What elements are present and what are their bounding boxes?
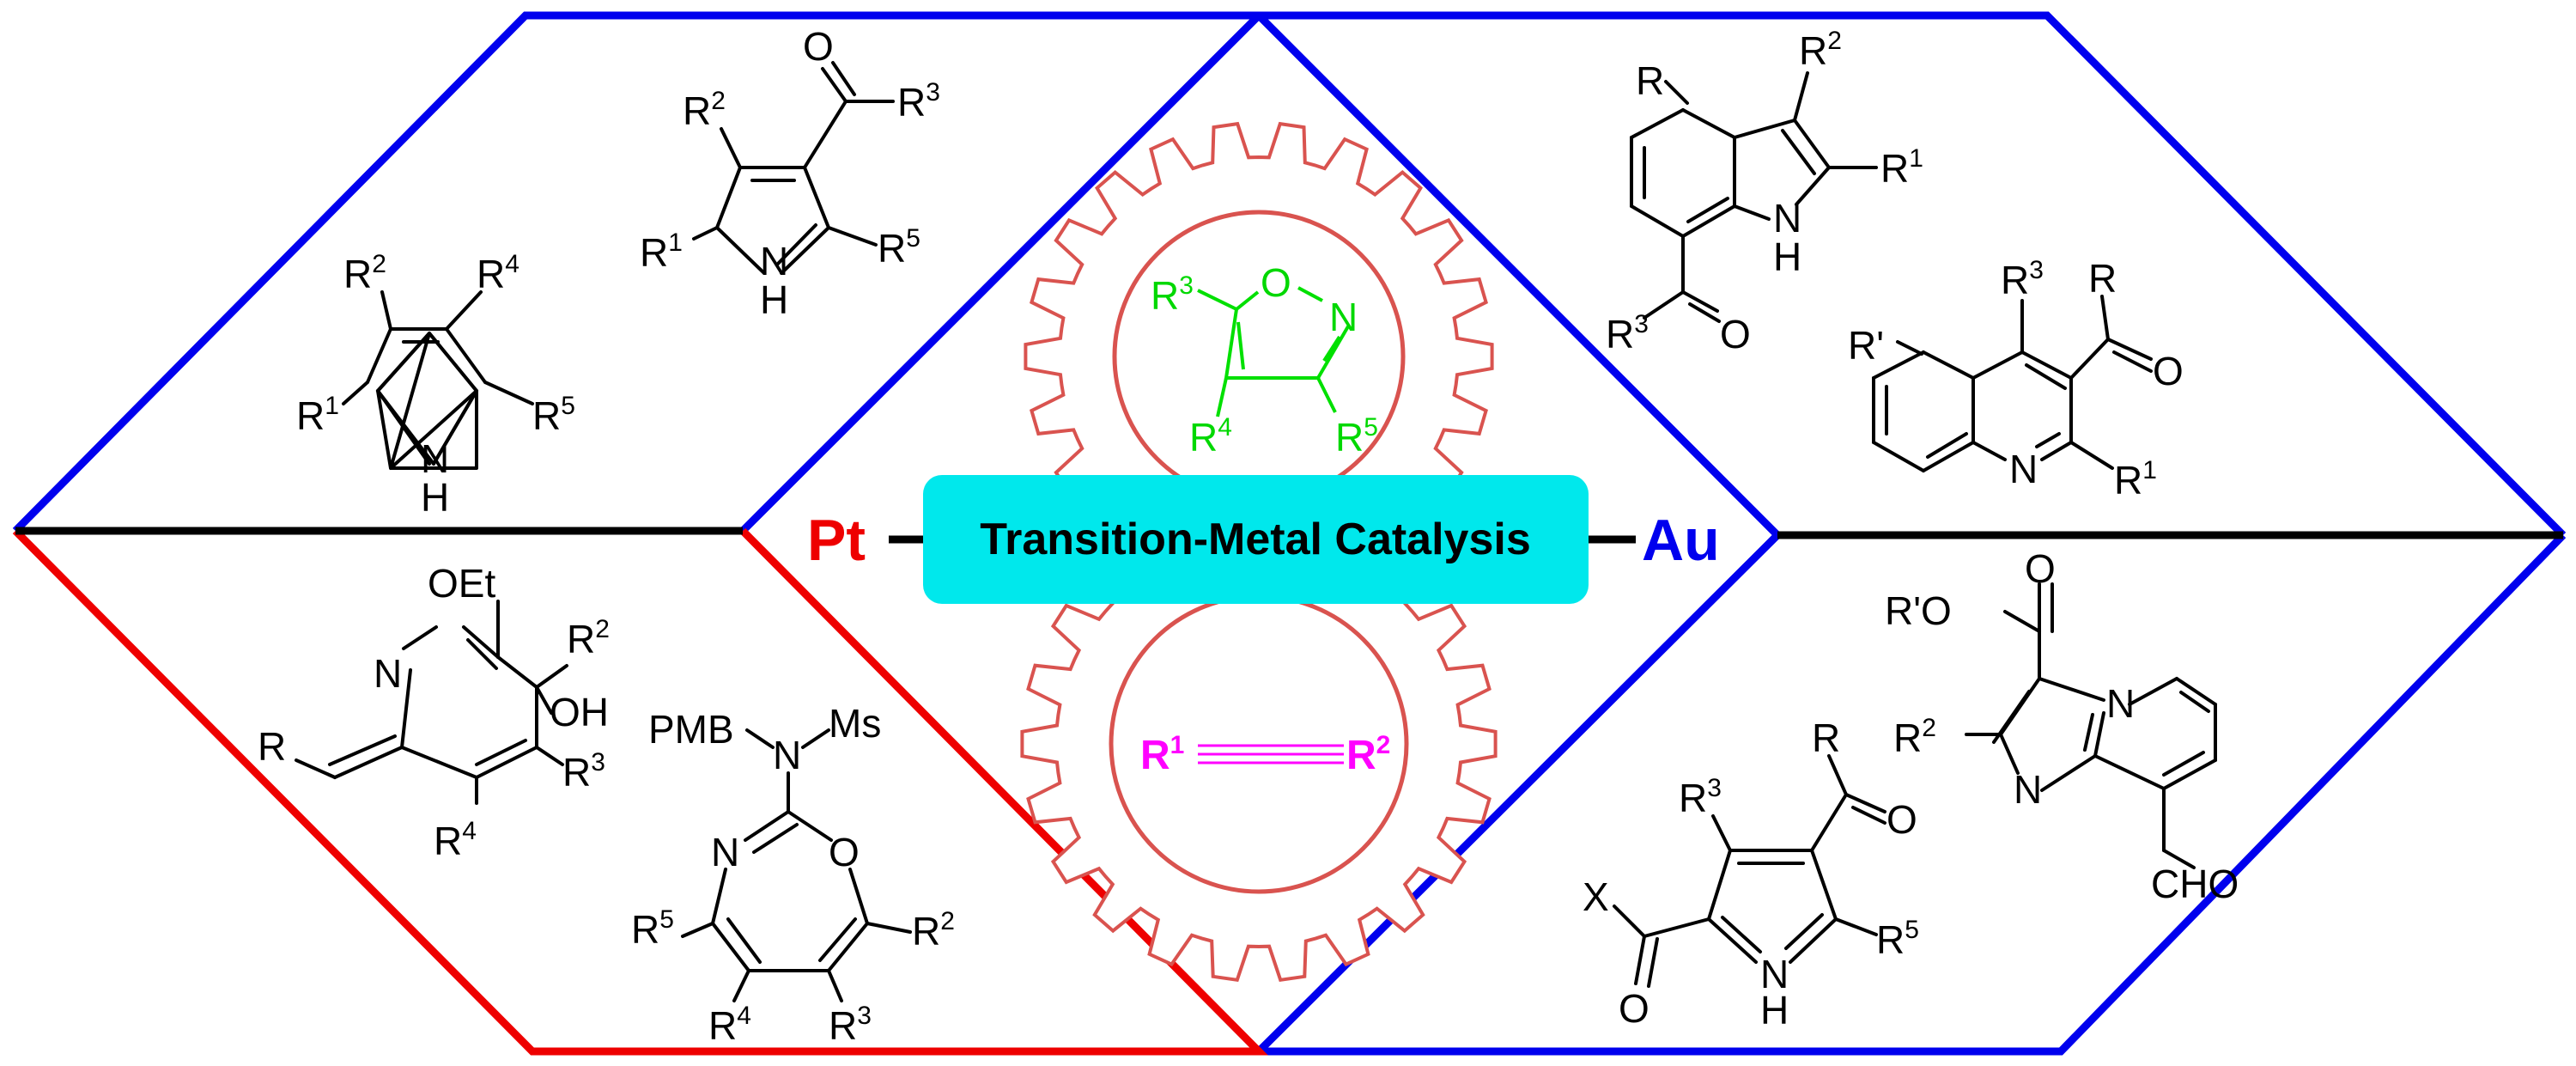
alkyne-structure: R1 R2 [1140,731,1390,778]
imidazopyridine-o: O [2025,546,2056,591]
pyrrole-a-structure: R2 R4 R1 R5 N H [296,250,575,520]
oxazepine-r2: R2 [912,907,955,953]
dihydropyridine-oh: OH [550,690,609,734]
imidazopyridine-n-ring: N [2014,767,2042,812]
imidazopyridine-n-bridge: N [2106,681,2135,726]
isoxazole-r4: R4 [1189,413,1232,460]
quinoline-structure: R' R3 R O N R1 [1848,256,2184,503]
imidazopyridine-cho: CHO [2151,862,2239,906]
indole-h: H [1773,235,1801,279]
isoxazole-r3: R3 [1151,271,1194,318]
pyrrole-b-r3: R3 [897,78,940,125]
pyrrole-b-n: N [760,239,788,283]
isoxazole-o: O [1261,260,1291,305]
isoxazole-r5: R5 [1335,413,1378,460]
pt-outline-top [12,11,1268,534]
indole-r3: R3 [1606,310,1649,356]
pyrrole-c-h: H [1760,988,1789,1032]
gear-lower-teeth [1020,505,1498,983]
oxazepine-r4: R4 [708,1002,751,1048]
pyrrole-c-o-bottom: O [1619,986,1649,1031]
catalysis-banner: Transition-Metal Catalysis Pt Au [807,475,1720,604]
banner-box [923,475,1589,604]
oxazepine-structure: PMB N Ms N O R2 R5 R4 R3 [631,701,955,1048]
oxazepine-n-ring: N [711,830,739,874]
pyrrole-c-structure: R O R3 R5 X O N H [1583,716,1919,1032]
pyrrole-c-r: R [1812,716,1840,760]
dihydropyridine-r2: R2 [567,615,610,661]
indole-r2: R2 [1799,27,1842,73]
pyrrole-c-o-top: O [1886,797,1917,842]
pyrrole-b-r2: R2 [683,87,726,133]
quinoline-n: N [2009,447,2038,491]
au-outline-bottom [1259,532,2567,1056]
pyrrole-a-n: N [421,436,449,481]
dihydropyridine-r3: R3 [562,748,605,795]
pyrrole-a-h: H [421,475,449,520]
gear-lower [1020,505,1498,983]
quinoline-rprime: R' [1848,323,1884,368]
oxazepine-pmb: PMB [648,707,734,752]
dihydropyridine-r4: R4 [434,817,477,863]
imidazopyridine-ester: R'O [1885,588,1952,633]
pyrrole-c-r5: R5 [1876,916,1919,962]
pyrrole-b-structure: O R3 R2 R1 R5 N H [640,24,940,322]
frame [12,11,2567,1056]
pyrrole-b-h: H [760,277,788,322]
oxazepine-o-ring: O [829,830,860,874]
metal-au-label: Au [1642,508,1720,573]
alkyne-r1: R1 [1140,731,1184,778]
quinoline-o: O [2153,349,2184,393]
pyrrole-c-r3: R3 [1679,774,1722,820]
pyrrole-c-x: X [1583,874,1609,919]
pyrrole-b-r1: R1 [640,228,683,275]
indole-n: N [1773,196,1801,241]
oxazepine-ms: Ms [829,701,881,746]
metal-pt-label: Pt [807,508,866,573]
quinoline-r1: R1 [2114,456,2157,503]
indole-r: R [1636,58,1664,103]
quinoline-r3: R3 [2001,256,2044,302]
isoxazole-structure: O N R3 R4 R5 [1151,260,1378,460]
pyrrole-a-r1: R1 [296,392,339,438]
imidazopyridine-structure: R'O O R2 N N CHO [1885,546,2239,906]
pyrrole-b-r5: R5 [878,224,920,271]
pyrrole-c-n: N [1760,952,1789,996]
dihydropyridine-structure: OEt N R2 OH R3 R4 R [258,561,610,863]
oxazepine-r3: R3 [829,1002,872,1048]
oxazepine-r5: R5 [631,905,674,952]
pyrrole-a-r5: R5 [532,392,575,438]
imidazopyridine-r2: R2 [1893,714,1936,760]
isoxazole-n: N [1329,295,1358,339]
dihydropyridine-r: R [258,724,286,769]
pyrrole-a-r4: R4 [477,250,519,296]
oxazepine-n-exo: N [773,733,801,777]
indole-structure: R R2 R1 N H R3 O [1606,27,1923,356]
pt-outline-bottom [12,527,1268,1056]
dihydropyridine-n: N [374,651,402,696]
pyrrole-b-o: O [803,24,834,69]
au-outline-top [1259,11,2567,539]
quinoline-r: R [2088,256,2117,301]
dihydropyridine-oet: OEt [428,561,495,606]
pyrrole-a-r2: R2 [343,250,386,296]
alkyne-r2: R2 [1346,731,1390,778]
banner-title: Transition-Metal Catalysis [980,515,1531,564]
indole-r1: R1 [1880,144,1923,191]
indole-o: O [1720,312,1751,356]
